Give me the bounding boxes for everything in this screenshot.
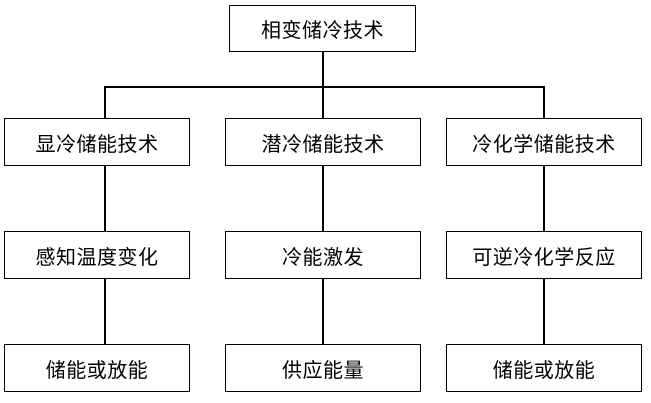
connector-mechanism3-to-outcome (543, 279, 545, 344)
mechanism-node-2: 冷能激发 (225, 231, 421, 279)
mechanism-node-1: 感知温度变化 (4, 231, 190, 279)
connector-latent-to-mechanism (322, 166, 324, 231)
outcome-node-label: 供应能量 (282, 357, 364, 382)
outcome-node-3: 储能或放能 (446, 344, 642, 392)
outcome-node-2: 供应能量 (225, 344, 421, 392)
connector-sensible-to-mechanism (104, 166, 106, 231)
mechanism-node-label: 冷能激发 (282, 244, 364, 269)
connector-mechanism1-to-outcome (104, 279, 106, 344)
connector-branch-bus (104, 86, 544, 88)
outcome-node-label: 储能或放能 (492, 357, 596, 382)
mechanism-node-label: 可逆冷化学反应 (472, 244, 616, 269)
connector-bus-to-chemical (543, 86, 545, 118)
mechanism-node-3: 可逆冷化学反应 (446, 231, 642, 279)
branch-node-label: 冷化学储能技术 (472, 131, 616, 156)
outcome-node-1: 储能或放能 (4, 344, 190, 392)
mechanism-node-label: 感知温度变化 (35, 244, 159, 269)
connector-bus-to-sensible (104, 86, 106, 118)
connector-bus-to-latent (322, 86, 324, 118)
outcome-node-label: 储能或放能 (45, 357, 149, 382)
connector-mechanism2-to-outcome (322, 279, 324, 344)
branch-node-label: 显冷储能技术 (35, 131, 159, 156)
root-node-label: 相变储冷技术 (261, 18, 384, 42)
connector-root-down (322, 52, 324, 87)
branch-node-chemical: 冷化学储能技术 (446, 118, 642, 166)
root-node: 相变储冷技术 (229, 5, 416, 52)
branch-node-latent: 潜冷储能技术 (225, 118, 421, 166)
branch-node-sensible: 显冷储能技术 (4, 118, 190, 166)
branch-node-label: 潜冷储能技术 (261, 131, 385, 156)
connector-chemical-to-mechanism (543, 166, 545, 231)
